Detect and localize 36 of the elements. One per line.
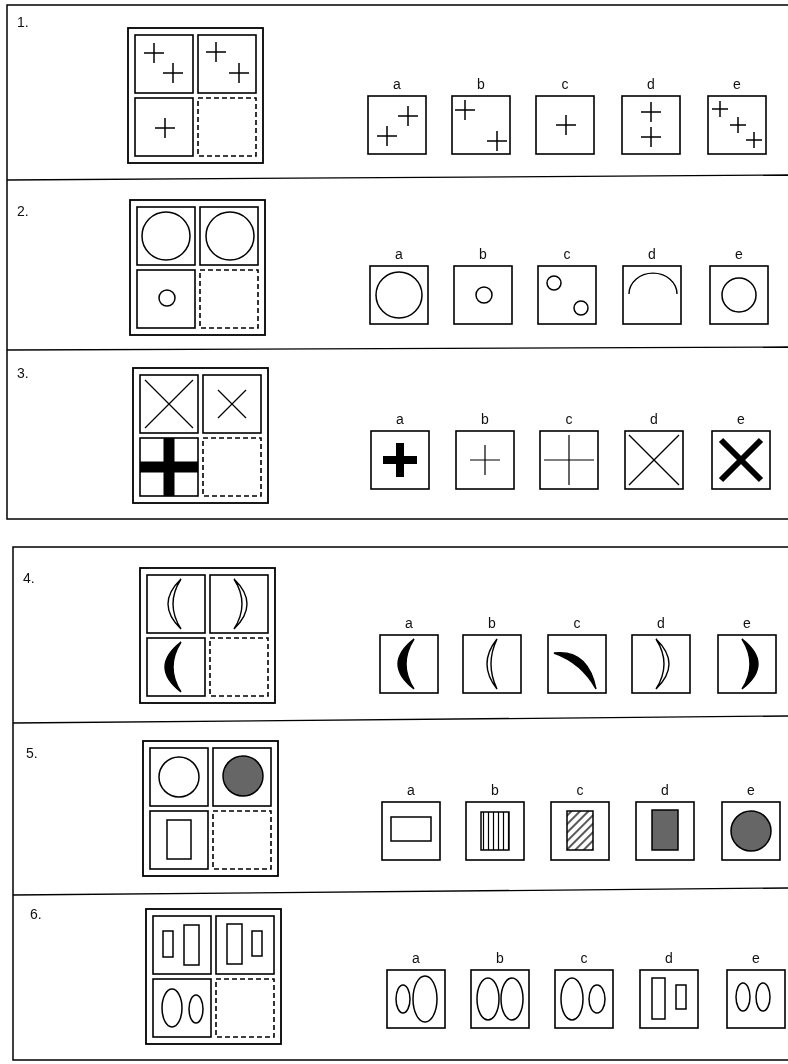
option-letter: e — [751, 950, 761, 966]
option-letter: c — [560, 76, 570, 92]
option-letter: b — [495, 950, 505, 966]
question-number: 2. — [17, 203, 29, 219]
option-letter: b — [490, 782, 500, 798]
option-letter: d — [660, 782, 670, 798]
option-letter: e — [742, 615, 752, 631]
option-letter: a — [395, 411, 405, 427]
option-letter: b — [480, 411, 490, 427]
option-letter: a — [411, 950, 421, 966]
option-letter: b — [478, 246, 488, 262]
option-letter: c — [564, 411, 574, 427]
question-number: 1. — [17, 14, 29, 30]
question-number: 3. — [17, 365, 29, 381]
option-letter: a — [392, 76, 402, 92]
option-letter: e — [734, 246, 744, 262]
question-number: 5. — [26, 745, 38, 761]
option-letter: a — [394, 246, 404, 262]
option-letter: e — [736, 411, 746, 427]
option-letter: c — [579, 950, 589, 966]
option-letter: d — [649, 411, 659, 427]
option-letter: b — [476, 76, 486, 92]
option-letter: d — [664, 950, 674, 966]
option-letter: b — [487, 615, 497, 631]
option-letter: a — [406, 782, 416, 798]
question-number: 6. — [30, 906, 42, 922]
option-letter: e — [746, 782, 756, 798]
option-letter: d — [646, 76, 656, 92]
option-letter: c — [562, 246, 572, 262]
option-letter: a — [404, 615, 414, 631]
question-number: 4. — [23, 570, 35, 586]
option-letter: c — [575, 782, 585, 798]
option-letter: d — [647, 246, 657, 262]
option-letter: c — [572, 615, 582, 631]
option-letter: e — [732, 76, 742, 92]
option-letter: d — [656, 615, 666, 631]
